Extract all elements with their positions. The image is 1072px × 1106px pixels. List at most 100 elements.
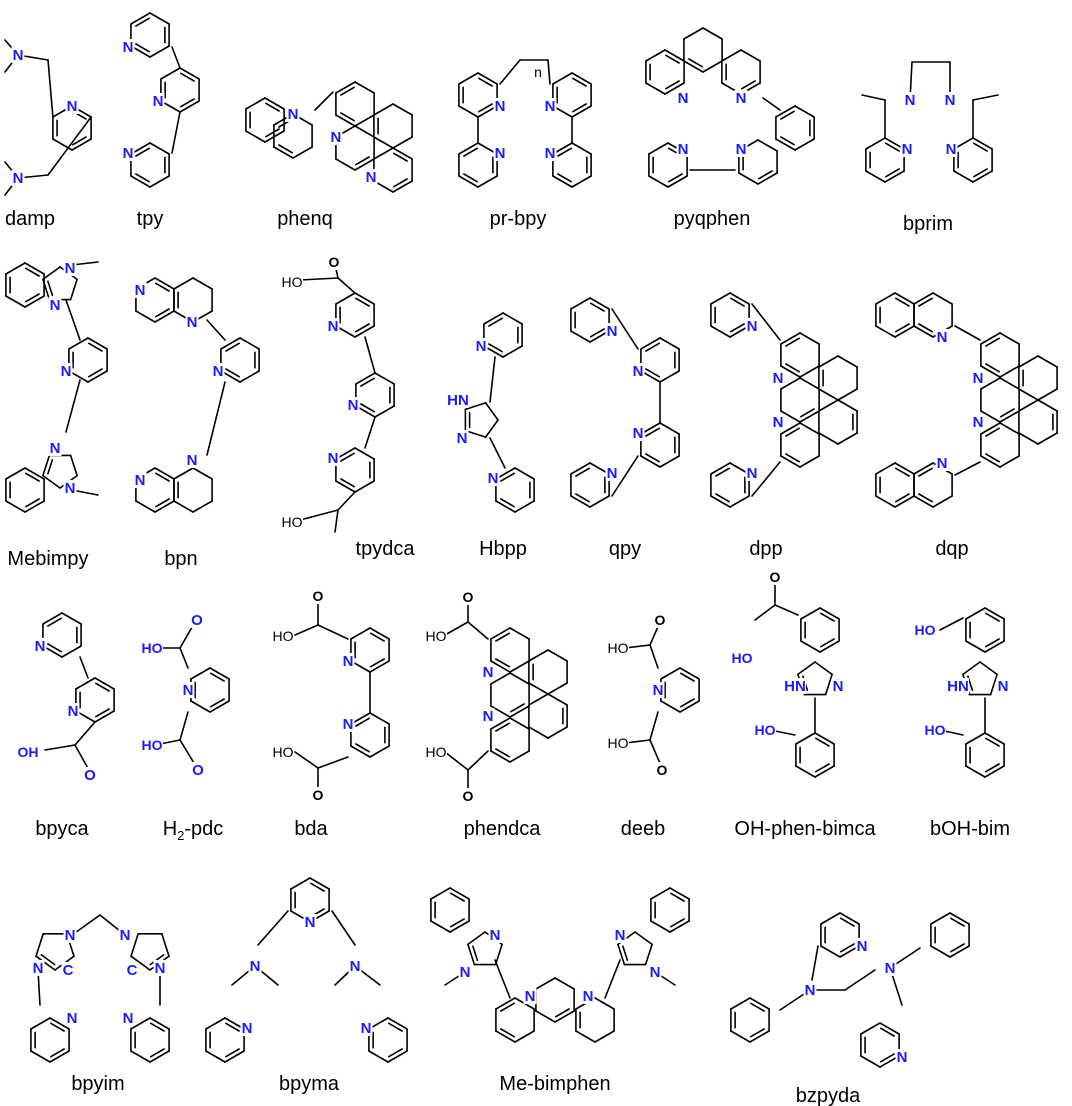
double-bond-line (72, 136, 87, 146)
ring-bond (392, 180, 413, 193)
atom-label-backdrop (734, 141, 748, 157)
atom-o: O (463, 589, 474, 605)
atom-n: N (123, 1010, 134, 1027)
ring-bond (149, 1050, 170, 1063)
ring-bond (173, 467, 194, 480)
ring-bond (190, 667, 211, 680)
bond (811, 945, 819, 981)
ring-bond (354, 114, 375, 127)
ring-bond (738, 172, 759, 185)
atom-label-backdrop (493, 98, 507, 114)
atom-label-backdrop (141, 737, 163, 753)
ring-bond (335, 114, 356, 127)
label-hbpp: Hbpp (479, 538, 527, 560)
atom-label-backdrop (768, 569, 782, 585)
double-bond-line (225, 368, 240, 378)
atom-label-backdrop (803, 982, 817, 998)
bond (762, 97, 781, 111)
label-bpyca: bpyca (35, 818, 89, 840)
double-bond-line (757, 170, 773, 180)
atom-label-backdrop (190, 612, 204, 628)
ring-bond (173, 500, 194, 513)
atom-c: C (127, 962, 138, 979)
double-bond-line (150, 1048, 165, 1058)
ring-bond (980, 422, 1001, 435)
atom-label-backdrop (61, 962, 75, 978)
double-bond-line (210, 672, 225, 682)
atom-n: N (123, 145, 134, 162)
double-bond-line (49, 1048, 65, 1058)
atom-n: N (361, 1020, 372, 1037)
atom-label-backdrop (676, 90, 690, 106)
atom-o: O (329, 254, 340, 270)
atom-n: N (13, 170, 24, 187)
ring-bond (794, 138, 815, 151)
atom-label-backdrop (326, 450, 340, 466)
ring-bond (894, 462, 915, 475)
atom-label-backdrop (281, 274, 303, 290)
ring-bond (721, 49, 742, 62)
atom-label-backdrop (33, 638, 47, 654)
ring-bond (664, 82, 685, 95)
atom-n: N (973, 370, 984, 387)
double-bond-line (785, 337, 801, 347)
atom-n: N (490, 927, 501, 944)
double-bond-line (571, 77, 587, 87)
ring-bond (972, 137, 993, 150)
atom-label-backdrop (341, 653, 355, 669)
ring-bond (932, 495, 953, 508)
ring-bond (799, 410, 820, 423)
label-dqp: dqp (935, 538, 968, 560)
atom-n: N (653, 682, 664, 699)
atom-n: N (937, 329, 948, 346)
ring-bond (528, 682, 549, 695)
ring-bond (449, 920, 470, 933)
ring-bond (130, 1050, 151, 1063)
ring-bond (962, 661, 981, 676)
atom-label-backdrop (133, 282, 147, 298)
ring-bond (865, 137, 886, 150)
bond (494, 959, 511, 999)
double-bond-line (984, 763, 1000, 773)
ring-bond (42, 474, 61, 489)
ring-bond (509, 672, 530, 685)
atom-n: N (33, 960, 44, 977)
ring-bond (179, 100, 200, 113)
atom-ho: HO (755, 722, 776, 738)
atom-label-backdrop (151, 93, 165, 109)
ring-bond (490, 627, 511, 640)
ring-bond (679, 667, 700, 680)
double-bond-line (814, 737, 830, 747)
label-bzpyda: bzpyda (796, 1085, 861, 1106)
ring-bond (477, 72, 498, 85)
ring-bond (799, 377, 820, 390)
double-bond-line (884, 142, 900, 152)
ring-bond (190, 700, 211, 713)
double-bond-line (392, 152, 408, 162)
ring-bond (239, 337, 260, 350)
atom-n: N (525, 988, 536, 1005)
atom-label-backdrop (66, 703, 80, 719)
double-bond-line (88, 342, 103, 352)
atom-ho: HO (142, 737, 163, 753)
ring-bond (490, 672, 511, 685)
ring-bond (795, 732, 816, 745)
atom-n: N (343, 653, 354, 670)
ring-bond (570, 495, 591, 508)
ring-bond (894, 495, 915, 508)
double-bond-line (894, 493, 910, 503)
atom-o: O (770, 569, 781, 585)
atom-label-backdrop (543, 98, 557, 114)
double-bond-line (884, 168, 900, 178)
atom-label-backdrop (272, 628, 294, 644)
atom-label-backdrop (359, 1020, 373, 1036)
atom-n: N (545, 145, 556, 162)
ring-bond (552, 72, 573, 85)
ring-bond (965, 607, 986, 620)
atom-label-backdrop (59, 363, 73, 379)
atom-label-backdrop (745, 318, 759, 334)
ring-bond (387, 1050, 408, 1063)
double-bond-line (894, 467, 910, 477)
ring-bond (355, 372, 376, 385)
ring-bond (710, 462, 731, 475)
